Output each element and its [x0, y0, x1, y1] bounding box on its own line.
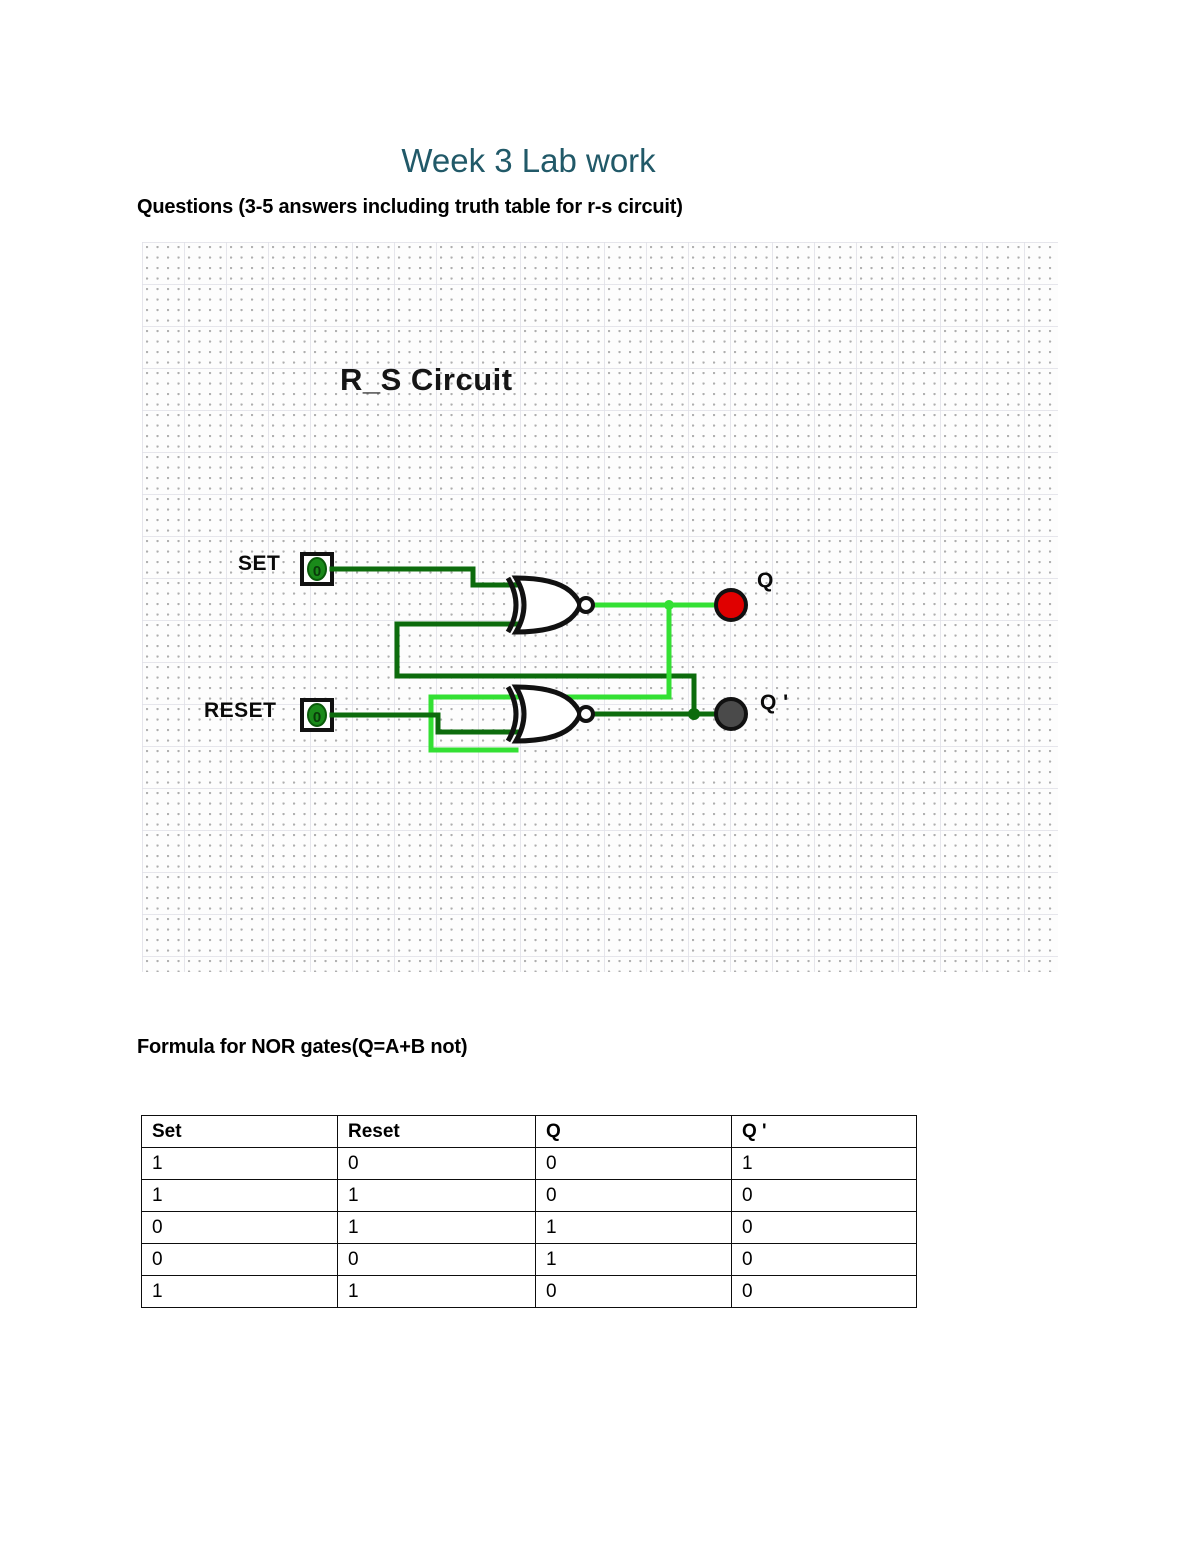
- cell-set: 0: [141, 1243, 338, 1276]
- table-row: 1 1 0 0: [141, 1179, 917, 1212]
- cell-q: 0: [535, 1147, 732, 1180]
- table-row: 0 1 1 0: [141, 1211, 917, 1244]
- truth-table: Set Reset Q Q ' 1 0 0 1 1 1 0 0 0 1: [141, 1115, 917, 1308]
- led-qn-output[interactable]: [714, 697, 748, 731]
- cell-qn: 0: [731, 1275, 917, 1308]
- wire-feedback-q-to-nor2: [428, 602, 672, 753]
- header-reset: Reset: [337, 1115, 536, 1148]
- rs-latch-schematic: .wlow { stroke: #0c6b0c; stroke-width: 5…: [300, 552, 748, 753]
- svg-text:0: 0: [313, 709, 321, 726]
- reset-label: RESET: [204, 699, 277, 722]
- set-input-terminal[interactable]: 0: [300, 552, 334, 586]
- page-title: Week 3 Lab work: [0, 142, 1200, 180]
- cell-q: 1: [535, 1211, 732, 1244]
- set-label: SET: [238, 552, 281, 575]
- cell-qn: 0: [731, 1211, 917, 1244]
- cell-reset: 0: [337, 1147, 536, 1180]
- cell-reset: 0: [337, 1243, 536, 1276]
- qn-label: Q ': [760, 691, 789, 714]
- table-header-row: Set Reset Q Q ': [141, 1115, 917, 1148]
- cell-reset: 1: [337, 1211, 536, 1244]
- cell-q: 0: [535, 1275, 732, 1308]
- cell-qn: 0: [731, 1243, 917, 1276]
- cell-set: 0: [141, 1211, 338, 1244]
- header-qn: Q ': [731, 1115, 917, 1148]
- header-set: Set: [141, 1115, 338, 1148]
- wire-reset-to-nor2: [329, 712, 519, 735]
- nor-gate-top[interactable]: [505, 575, 595, 635]
- cell-set: 1: [141, 1179, 338, 1212]
- wire-feedback-qn-to-nor1: [394, 621, 697, 717]
- table-row: 1 1 0 0: [141, 1275, 917, 1308]
- questions-line: Questions (3-5 answers including truth t…: [137, 196, 683, 218]
- cell-qn: 0: [731, 1179, 917, 1212]
- circuit-title: R_S Circuit: [340, 362, 513, 397]
- header-q: Q: [535, 1115, 732, 1148]
- junction-qn: [688, 708, 700, 720]
- led-q-output[interactable]: [714, 588, 748, 622]
- table-row: 0 0 1 0: [141, 1243, 917, 1276]
- cell-reset: 1: [337, 1275, 536, 1308]
- cell-set: 1: [141, 1147, 338, 1180]
- formula-line: Formula for NOR gates(Q=A+B not): [137, 1036, 468, 1058]
- cell-reset: 1: [337, 1179, 536, 1212]
- table-row: 1 0 0 1: [141, 1147, 917, 1180]
- circuit-figure: R_S Circuit .wlow { stroke: #0c6b0c; str…: [142, 242, 1058, 972]
- q-label: Q: [757, 569, 774, 592]
- cell-set: 1: [141, 1275, 338, 1308]
- cell-q: 0: [535, 1179, 732, 1212]
- page-title-text: Week 3 Lab work: [401, 142, 656, 179]
- svg-text:0: 0: [313, 563, 321, 580]
- cell-q: 1: [535, 1243, 732, 1276]
- wire-set-to-nor1: [329, 566, 476, 588]
- nor-gate-bottom[interactable]: [505, 684, 595, 744]
- cell-qn: 1: [731, 1147, 917, 1180]
- reset-input-terminal[interactable]: 0: [300, 698, 334, 732]
